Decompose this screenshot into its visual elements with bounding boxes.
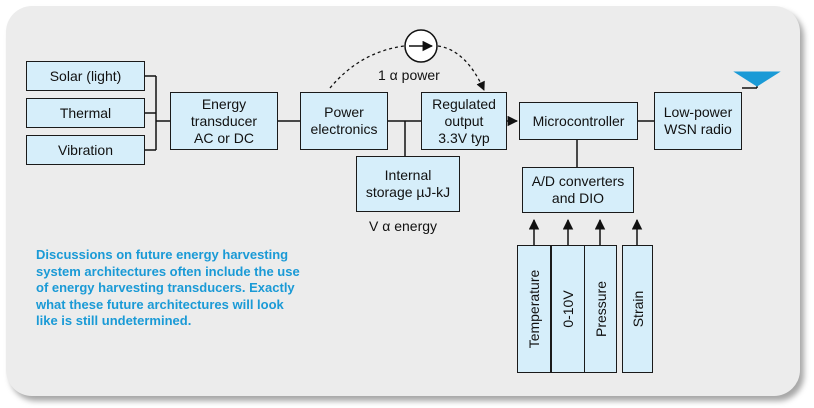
source-solar: Solar (light) <box>26 61 145 91</box>
source-vibration: Vibration <box>26 135 145 165</box>
regulated-output-block: Regulated output 3.3V typ <box>421 92 507 150</box>
note-line: Discussions on future energy harvesting <box>36 247 289 262</box>
radio-block: Low-power WSN radio <box>654 92 742 150</box>
description-note: Discussions on future energy harvesting … <box>36 247 336 330</box>
source-thermal: Thermal <box>26 98 145 128</box>
antenna-icon <box>733 71 781 87</box>
energy-relation-label: V α energy <box>369 218 438 234</box>
power-relation-label: 1 α power <box>378 67 440 83</box>
meter-icon <box>404 29 438 63</box>
sensor-temperature: Temperature <box>517 245 551 373</box>
sensor-pressure: Pressure <box>584 245 617 373</box>
energy-transducer-block: Energy transducer AC or DC <box>170 92 278 150</box>
note-line: like is still undetermined. <box>36 313 192 328</box>
note-line: of energy harvesting transducers. Exactl… <box>36 280 295 295</box>
power-electronics-block: Power electronics <box>300 92 388 150</box>
internal-storage-block: Internal storage µJ-kJ <box>356 156 460 212</box>
sensor-strain: Strain <box>622 245 653 373</box>
note-line: what these future architectures will loo… <box>36 296 284 312</box>
sensor-0-10v: 0-10V <box>551 245 585 373</box>
note-line: system architectures often include the u… <box>36 263 300 279</box>
microcontroller-block: Microcontroller <box>519 102 638 140</box>
adc-dio-block: A/D converters and DIO <box>522 167 634 213</box>
